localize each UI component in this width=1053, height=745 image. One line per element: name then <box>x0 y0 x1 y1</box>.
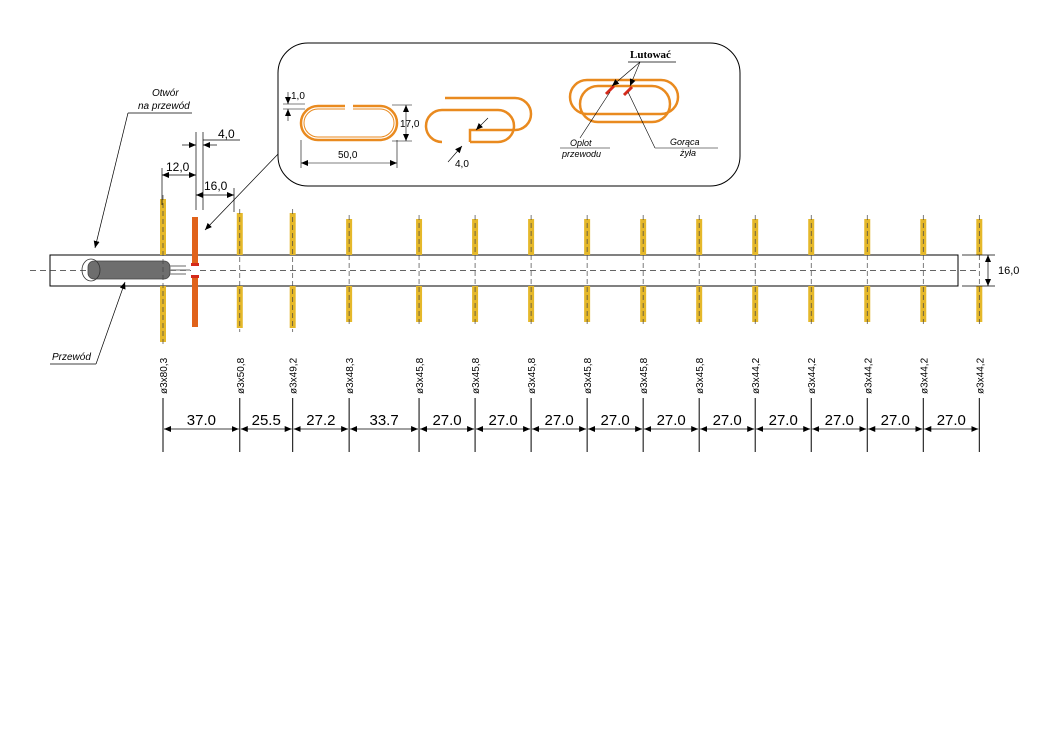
spacing-label-4: 33.7 <box>369 412 398 429</box>
element-3-label: ø3x49,2 <box>289 357 300 394</box>
spacing-label-3: 27.2 <box>306 412 335 429</box>
cable <box>81 258 190 282</box>
spacing-label-5: 27.0 <box>432 412 461 429</box>
elements-layer <box>160 195 983 346</box>
hole-label-line2: na przewód <box>138 101 190 112</box>
driven-element-gap <box>191 266 199 275</box>
dim-4b-label: 4,0 <box>455 159 469 170</box>
element-12-upper <box>808 219 815 255</box>
loop-dimensions: 1,0 17,0 50,0 <box>283 91 420 168</box>
dim-1-label: 1,0 <box>291 91 305 102</box>
element-5-upper <box>416 219 423 255</box>
element-14-label: ø3x44,2 <box>919 357 930 394</box>
driven-solder-bottom <box>191 275 199 278</box>
hot-label-line1: Gorąca <box>670 137 700 147</box>
hole-callout: Otwór na przewód <box>93 88 192 249</box>
wire-label: Przewód <box>52 352 91 363</box>
element-1-lower <box>160 286 166 342</box>
loop-folded-view: 4,0 <box>424 96 533 170</box>
element-12-label: ø3x44,2 <box>807 357 818 394</box>
element-14-upper <box>920 219 927 255</box>
braid-label-line2: przewodu <box>561 149 601 159</box>
hole-label-line1: Otwór <box>152 88 179 99</box>
element-8-label: ø3x45,8 <box>583 357 594 394</box>
loop-flat-view <box>299 104 399 142</box>
hot-label-line2: żyła <box>679 148 696 158</box>
element-15-upper <box>976 219 983 255</box>
element-11-label: ø3x44,2 <box>751 357 762 394</box>
element-7-upper <box>528 219 535 255</box>
element-10-upper <box>696 219 703 255</box>
element-4-upper <box>346 219 353 255</box>
spacing-label-10: 27.0 <box>713 412 742 429</box>
dim-16-label: 16,0 <box>204 179 228 193</box>
boom-height-dimension: 16,0 <box>962 254 1019 287</box>
detail-box: 1,0 17,0 50,0 4,0 Lutować <box>277 42 741 187</box>
element-6-label: ø3x45,8 <box>471 357 482 394</box>
solder-label: Lutować <box>630 49 671 61</box>
braid-label-line1: Oplot <box>570 138 592 148</box>
spacing-label-12: 27.0 <box>825 412 854 429</box>
element-9-label: ø3x45,8 <box>639 357 650 394</box>
element-8-upper <box>584 219 591 255</box>
spacing-dimensions: 37.0 25.5 27.2 33.7 27.0 27.0 27.0 27.0 27.0 27.0… <box>162 398 980 452</box>
element-7-label: ø3x45,8 <box>527 357 538 394</box>
element-6-upper <box>472 219 479 255</box>
spacing-label-7: 27.0 <box>545 412 574 429</box>
dim-17-label: 17,0 <box>400 119 420 130</box>
spacing-label-6: 27.0 <box>488 412 517 429</box>
spacing-label-2: 25.5 <box>252 412 281 429</box>
spacing-label-9: 27.0 <box>657 412 686 429</box>
loop-assembled-view <box>568 78 680 124</box>
spacing-label-1: 37.0 <box>187 412 216 429</box>
detail-leader <box>204 151 281 231</box>
element-10-label: ø3x45,8 <box>695 357 706 394</box>
element-4-label: ø3x48,3 <box>345 357 356 394</box>
element-1-label: ø3x80,3 <box>159 357 170 394</box>
element-11-upper <box>752 219 759 255</box>
dim-12-label: 12,0 <box>166 160 190 174</box>
element-9-upper <box>640 219 647 255</box>
boom-height-label: 16,0 <box>998 265 1019 277</box>
element-15-label: ø3x44,2 <box>975 357 986 394</box>
spacing-label-13: 27.0 <box>881 412 910 429</box>
spacing-label-11: 27.0 <box>769 412 798 429</box>
spacing-label-8: 27.0 <box>601 412 630 429</box>
feed-dimensions: 4,0 12,0 16,0 <box>161 127 240 212</box>
element-13-label: ø3x44,2 <box>863 357 874 394</box>
element-labels: ø3x80,3 ø3x50,8 ø3x49,2 ø3x48,3 ø3x45,8 ø3x45… <box>159 357 986 394</box>
solder-point-2 <box>622 85 634 97</box>
spacing-label-14: 27.0 <box>937 412 966 429</box>
driven-solder-top <box>191 263 199 266</box>
dim-50-label: 50,0 <box>338 150 358 161</box>
solder-point-1 <box>604 84 616 96</box>
gap-4-label: 4,0 <box>218 127 235 141</box>
element-5-label: ø3x45,8 <box>415 357 426 394</box>
element-13-upper <box>864 219 871 255</box>
element-2-label: ø3x50,8 <box>236 357 247 394</box>
wire-callout: Przewód <box>50 281 126 365</box>
